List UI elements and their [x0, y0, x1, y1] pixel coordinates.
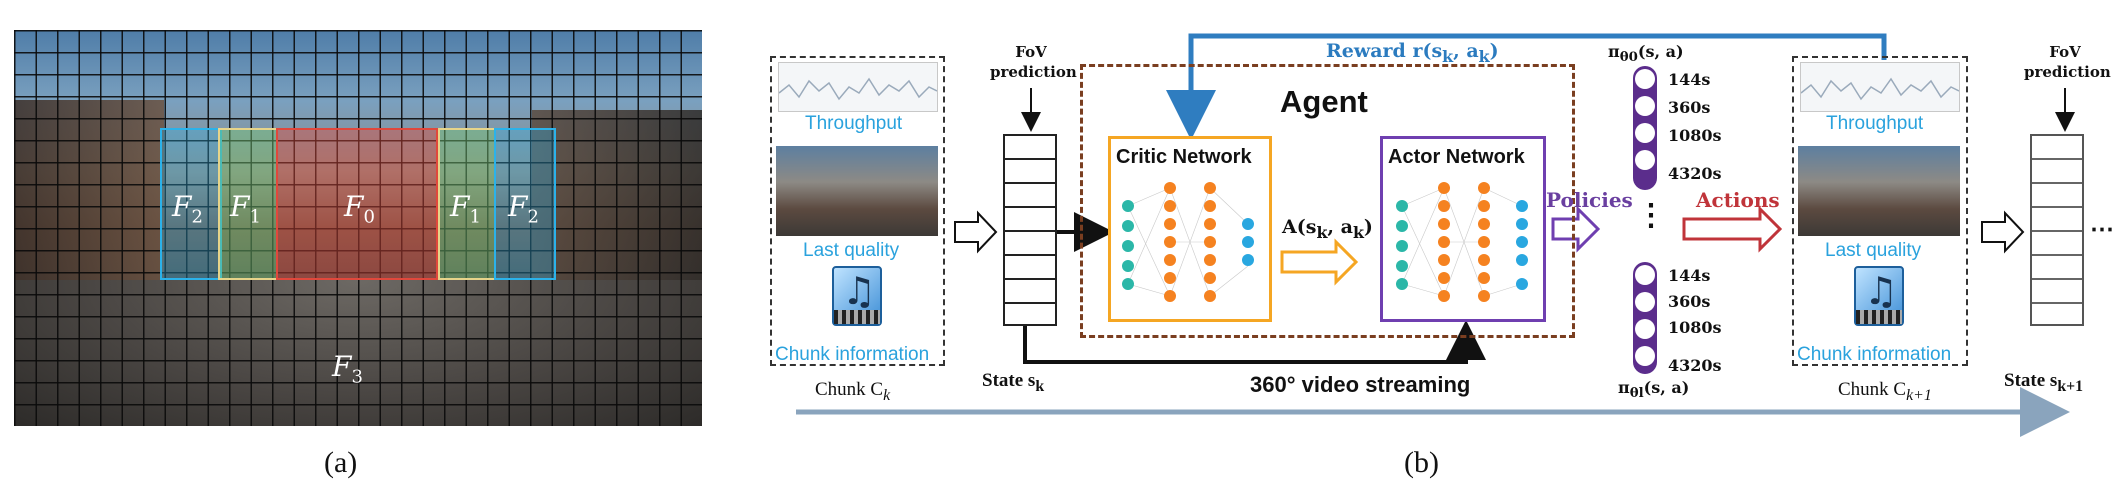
- actor-network-title: Actor Network: [1388, 146, 1525, 168]
- film-strip-icon: [1856, 310, 1902, 324]
- panorama-image: F2 F1 F0 F1 F2 F3: [14, 30, 702, 426]
- last-quality-thumbnail-left: [776, 146, 938, 236]
- caption-a: (a): [324, 446, 358, 479]
- reward-arrow: [1166, 33, 1887, 140]
- agent-box: [1080, 64, 1575, 338]
- state-label-left: State sk: [982, 370, 1045, 395]
- music-note-icon: ♫: [1864, 269, 1899, 313]
- label-f2-right: F2: [508, 190, 539, 228]
- chunk-label-right: Chunk Ck+1: [1838, 379, 1932, 404]
- region-f2-left: [160, 128, 222, 280]
- chunk-info-icon-right: ♫: [1854, 266, 1904, 326]
- state-to-actor-path: [1023, 320, 1486, 364]
- hollow-arrow-right: [1981, 210, 2025, 254]
- region-f2-right: [494, 128, 556, 280]
- actor-network-box: [1380, 136, 1546, 322]
- tile-grid: [14, 30, 702, 426]
- film-strip-icon: [834, 310, 880, 324]
- chunk-info-label-right: Chunk information: [1797, 344, 1952, 365]
- bitrate-bottom-0: 144s: [1668, 266, 1711, 285]
- region-f1-right: [438, 128, 496, 280]
- policies-arrow: [1551, 205, 1601, 253]
- critic-network-title: Critic Network: [1116, 146, 1252, 168]
- advantage-label: A(sk, ak): [1282, 216, 1373, 242]
- label-f3: F3: [332, 350, 363, 388]
- critic-network-box: [1108, 136, 1272, 322]
- policy-column-top: [1633, 66, 1657, 190]
- label-f0: F0: [344, 190, 375, 228]
- actions-arrow: [1682, 205, 1783, 253]
- throughput-label-left: Throughput: [805, 113, 903, 134]
- advantage-arrow: [1280, 238, 1359, 286]
- bitrate-bottom-3: 4320s: [1668, 356, 1722, 375]
- chunk-info-label-left: Chunk information: [775, 344, 930, 365]
- throughput-thumbnail-right: [1800, 62, 1960, 112]
- chunk-label-left: Chunk Ck: [815, 379, 891, 404]
- last-quality-label-left: Last quality: [803, 240, 900, 261]
- bitrate-top-3: 4320s: [1668, 164, 1722, 183]
- agent-title: Agent: [1280, 84, 1368, 119]
- bitrate-top-0: 144s: [1668, 70, 1711, 89]
- actor-network-graph: [1396, 182, 1528, 302]
- chunk-box-right: [1792, 56, 1968, 366]
- bitrate-top-2: 1080s: [1668, 126, 1722, 145]
- chunk-info-icon-left: ♫: [832, 266, 882, 326]
- label-f2-left: F2: [172, 190, 203, 228]
- bitrate-top-1: 360s: [1668, 98, 1711, 117]
- bitrate-bottom-1: 360s: [1668, 292, 1711, 311]
- music-note-icon: ♫: [842, 269, 877, 313]
- state-stack-right: [2030, 134, 2084, 326]
- last-quality-thumbnail-right: [1798, 146, 1960, 236]
- fov-prediction-right: FoV prediction: [2024, 43, 2111, 81]
- bitrate-bottom-2: 1080s: [1668, 318, 1722, 337]
- policy-bottom-label: πθl(s, a): [1618, 378, 1690, 402]
- policy-top-label: πθ0(s, a): [1608, 42, 1684, 66]
- video-streaming-label: 360° video streaming: [1250, 372, 1471, 397]
- ellipsis-right: ⋯: [2090, 214, 2114, 243]
- label-f1-right: F1: [450, 190, 481, 228]
- hollow-arrow-left: [954, 210, 998, 254]
- state-label-right: State sk+1: [2004, 370, 2084, 395]
- caption-b: (b): [1404, 446, 1439, 479]
- actions-label: Actions: [1696, 188, 1780, 212]
- policy-column-bottom: [1633, 262, 1657, 374]
- fov-prediction-left: FoV prediction: [990, 43, 1077, 81]
- region-f0: [276, 128, 438, 280]
- chunk-box-left: [770, 56, 945, 366]
- throughput-thumbnail-left: [778, 62, 938, 112]
- critic-network-graph: [1122, 182, 1254, 302]
- state-stack-left: [1003, 134, 1057, 326]
- policies-label: Policies: [1546, 188, 1633, 212]
- throughput-label-right: Throughput: [1826, 113, 1924, 134]
- label-f1-left: F1: [230, 190, 261, 228]
- reward-label: Reward r(sk, ak): [1326, 40, 1499, 66]
- last-quality-label-right: Last quality: [1825, 240, 1922, 261]
- policy-vdots: ⋮: [1636, 198, 1666, 233]
